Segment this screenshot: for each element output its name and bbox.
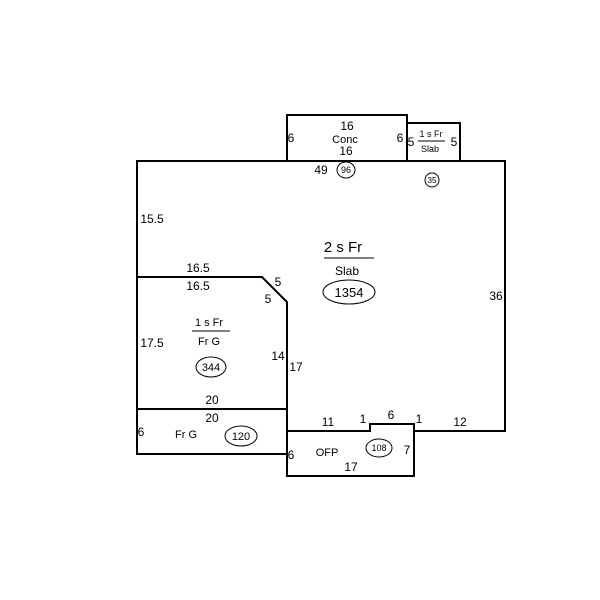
conc-area: 96 [341, 165, 351, 175]
conc-area-oval [336, 161, 356, 179]
garage-dim-right: 6 [288, 448, 295, 462]
garage-dim-top: 20 [205, 411, 219, 425]
small-slab-label-top: 1 s Fr [419, 129, 442, 139]
one-story-label-bottom: Fr G [198, 336, 220, 348]
small-slab-label-bottom: Slab [421, 144, 439, 154]
one-story-dim-right-inner: 14 [271, 349, 285, 363]
one-story-outline [136, 276, 288, 410]
porch-dim-step-left: 1 [360, 412, 367, 426]
porch-outline [286, 431, 415, 477]
conc-dim-left: 6 [288, 131, 295, 145]
main-house-label-bottom: Slab [335, 264, 359, 278]
main-house-label-top: 2 s Fr [324, 239, 362, 256]
small-slab-dim-left: 5 [408, 135, 415, 149]
porch-dim-step-right: 1 [416, 412, 423, 426]
one-story-dim-chamfer-a: 5 [275, 275, 282, 289]
conc-dim-top: 16 [340, 119, 354, 133]
main-house-dim-right: 36 [489, 289, 503, 303]
one-story-area: 344 [202, 362, 220, 374]
small-slab-area-oval [424, 172, 440, 188]
one-story-dim-left: 17.5 [140, 336, 164, 350]
main-house-area: 1354 [335, 285, 364, 300]
main-house-dim-top: 49 [314, 163, 328, 177]
porch-label: OFP [316, 447, 339, 459]
one-story-area-oval [195, 356, 227, 378]
garage-dim-left: 6 [138, 425, 145, 439]
main-house-outline [136, 160, 506, 432]
garage-label: Fr G [175, 429, 197, 441]
one-story-label-top: 1 s Fr [195, 317, 223, 329]
conc-label: Conc [332, 134, 358, 146]
porch-area-oval [365, 438, 393, 458]
porch-dim-step-top: 6 [388, 408, 395, 422]
porch-dim-bottom: 17 [344, 460, 358, 474]
small-slab-area: 35 [428, 176, 437, 185]
one-story-dim-right-outer: 17 [289, 360, 303, 374]
conc-dim-bottom: 16 [339, 144, 353, 158]
porch-area: 108 [371, 443, 386, 453]
one-story-dim-bottom-inner: 20 [205, 393, 219, 407]
porch-dim-top-left: 11 [322, 415, 335, 429]
conc-dim-right: 6 [397, 131, 404, 145]
small-slab-outline [407, 122, 461, 161]
garage-area: 120 [232, 431, 250, 443]
small-slab-dim-right: 5 [451, 135, 458, 149]
main-house-dim-bottom-right: 12 [453, 415, 467, 429]
conc-patio-outline [286, 114, 408, 161]
one-story-dim-top-inner: 16.5 [186, 279, 210, 293]
main-house-dim-left: 15.5 [140, 212, 164, 226]
main-house-area-oval [322, 279, 376, 305]
porch-dim-right: 7 [404, 443, 411, 457]
garage-area-oval [224, 425, 258, 447]
one-story-dim-chamfer-b: 5 [265, 292, 272, 306]
one-story-dim-top-outer: 16.5 [186, 261, 210, 275]
